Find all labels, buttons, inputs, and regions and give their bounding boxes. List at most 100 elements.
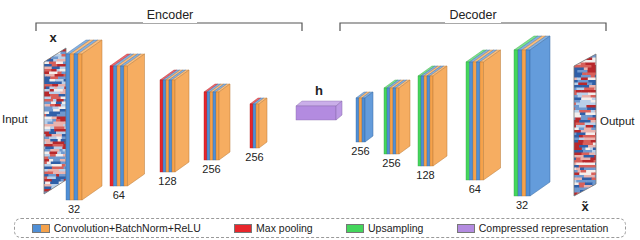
block-face bbox=[160, 80, 163, 172]
block-face bbox=[424, 76, 427, 166]
heat-cell bbox=[591, 198, 599, 201]
heat-cell bbox=[597, 73, 605, 76]
heat-cell bbox=[597, 160, 607, 163]
legend-text: Upsampling bbox=[368, 222, 423, 234]
block-side bbox=[128, 54, 145, 186]
channel-count: 256 bbox=[245, 151, 263, 164]
legend-item: Compressed representation bbox=[457, 222, 609, 234]
heat-cell bbox=[596, 78, 606, 81]
block-face bbox=[172, 80, 175, 172]
heat-cell bbox=[595, 153, 607, 156]
legend-item: Max pooling bbox=[234, 222, 313, 234]
input-symbol: x bbox=[49, 30, 56, 46]
block-face bbox=[390, 88, 393, 154]
input-frame bbox=[44, 48, 66, 194]
channel-count: 256 bbox=[351, 145, 369, 158]
legend-text: Max pooling bbox=[256, 222, 313, 234]
channel-count: 64 bbox=[469, 183, 481, 196]
heat-cell bbox=[579, 53, 586, 56]
block-face bbox=[396, 88, 399, 154]
block-side bbox=[175, 70, 189, 172]
block-face bbox=[359, 98, 362, 142]
block-face bbox=[250, 104, 253, 148]
heat-cell bbox=[597, 85, 604, 88]
block-top bbox=[296, 101, 342, 106]
heat-cell bbox=[597, 53, 602, 56]
deconv-block: 64 bbox=[465, 49, 502, 197]
block-side bbox=[259, 98, 267, 148]
deconv-block: 128 bbox=[415, 65, 448, 183]
heat-cell bbox=[56, 187, 64, 190]
heat-cell bbox=[598, 198, 602, 201]
block-side bbox=[530, 36, 550, 196]
heat-cell bbox=[54, 192, 66, 195]
block-face bbox=[74, 54, 78, 200]
heat-cell bbox=[598, 180, 610, 183]
heat-cell bbox=[598, 143, 610, 146]
heat-cell bbox=[42, 52, 54, 55]
heat-cell bbox=[56, 47, 64, 50]
heat-cell bbox=[586, 190, 591, 193]
block-face bbox=[430, 76, 433, 166]
heat-cell bbox=[42, 49, 51, 52]
encoder-bracket bbox=[36, 23, 302, 31]
block-face bbox=[477, 62, 481, 180]
heat-cell bbox=[42, 57, 46, 60]
conv-block: 32 bbox=[65, 39, 103, 217]
heat-cell bbox=[572, 53, 580, 56]
heat-cell bbox=[583, 50, 593, 53]
block-face bbox=[466, 62, 470, 180]
conv-block: 128 bbox=[157, 69, 190, 189]
heat-cell bbox=[42, 197, 51, 200]
heat-cell bbox=[572, 198, 582, 201]
heat-cell bbox=[597, 155, 603, 158]
conv-block: 64 bbox=[109, 53, 146, 203]
legend-item: Convolution+BatchNorm+ReLU bbox=[32, 222, 201, 234]
heat-cell bbox=[48, 192, 54, 195]
block-face bbox=[213, 92, 216, 160]
block-face bbox=[418, 76, 421, 166]
decoder-bracket bbox=[340, 23, 606, 31]
heat-cell bbox=[50, 49, 55, 52]
block-face bbox=[526, 50, 530, 196]
heat-cell bbox=[42, 44, 50, 47]
block-side bbox=[365, 92, 373, 142]
heat-cell bbox=[572, 55, 578, 58]
heat-cell bbox=[596, 158, 606, 161]
legend-text: Compressed representation bbox=[479, 222, 609, 234]
heat-cell bbox=[595, 133, 607, 136]
section-title: Encoder bbox=[143, 8, 198, 23]
block-side bbox=[484, 50, 501, 180]
block-face bbox=[362, 98, 365, 142]
output-label: Output bbox=[600, 114, 635, 128]
block-face bbox=[166, 80, 169, 172]
legend-swatch bbox=[346, 224, 364, 233]
channel-count: 256 bbox=[382, 157, 400, 170]
deconv-block: 256 bbox=[350, 91, 374, 159]
heat-cell bbox=[596, 188, 608, 191]
heat-cell bbox=[50, 197, 59, 200]
block-face bbox=[256, 104, 259, 148]
heat-cell bbox=[593, 195, 605, 198]
heat-cell bbox=[598, 65, 608, 68]
deconv-block: 256 bbox=[381, 79, 411, 171]
output-frame bbox=[574, 54, 596, 196]
block-face bbox=[518, 50, 522, 196]
block-face bbox=[480, 62, 484, 180]
block-face bbox=[421, 76, 424, 166]
block-face bbox=[121, 66, 125, 186]
conv-block: 256 bbox=[201, 83, 231, 177]
block-face bbox=[470, 62, 474, 180]
legend-box: Convolution+BatchNorm+ReLU Max pooling Ups… bbox=[14, 218, 626, 238]
heat-cell bbox=[572, 50, 583, 53]
block-face bbox=[384, 88, 387, 154]
heat-cell bbox=[48, 47, 57, 50]
heat-cell bbox=[60, 44, 64, 47]
heat-cell bbox=[596, 55, 600, 58]
channel-count: 32 bbox=[68, 203, 80, 216]
block-face bbox=[522, 50, 526, 196]
channel-count: 128 bbox=[416, 169, 434, 182]
block-face bbox=[114, 66, 118, 186]
